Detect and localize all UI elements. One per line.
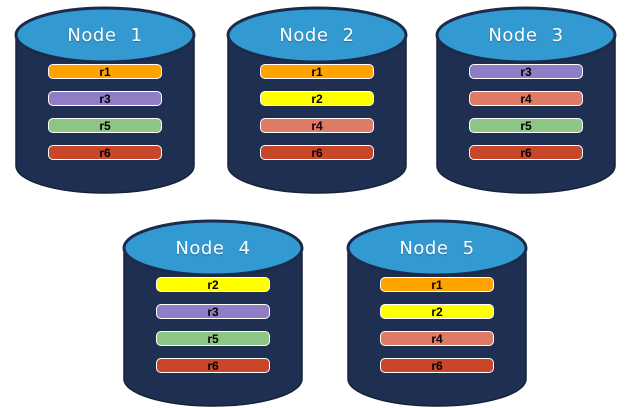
replica-label: r6	[99, 145, 111, 160]
replica-label: r1	[99, 64, 111, 79]
node-title: Node 3	[488, 24, 564, 46]
replica-bar: r2	[260, 91, 374, 106]
replica-bar: r6	[48, 145, 162, 160]
replica-bar: r3	[156, 304, 270, 319]
replica-bar: r3	[48, 91, 162, 106]
replica-bar: r4	[469, 91, 583, 106]
node-title: Node 2	[279, 24, 355, 46]
replica-label: r2	[431, 304, 443, 319]
cylinder-top	[435, 6, 617, 64]
replica-list: r2 r3 r5 r6	[156, 277, 270, 385]
node-title: Node 5	[399, 237, 475, 259]
replica-label: r3	[207, 304, 219, 319]
cylinder-top	[14, 6, 196, 64]
replica-label: r2	[311, 91, 323, 106]
replica-label: r1	[311, 64, 323, 79]
replica-bar: r4	[380, 331, 494, 346]
replica-list: r1 r2 r4 r6	[260, 64, 374, 172]
replica-label: r3	[99, 91, 111, 106]
replica-bar: r5	[48, 118, 162, 133]
node-title: Node 1	[67, 24, 143, 46]
cylinder-top	[346, 219, 528, 277]
replica-bar: r1	[48, 64, 162, 79]
replica-bar: r1	[260, 64, 374, 79]
replica-label: r5	[99, 118, 111, 133]
replica-label: r3	[520, 64, 532, 79]
replica-label: r6	[207, 358, 219, 373]
replica-bar: r5	[469, 118, 583, 133]
replica-bar: r6	[469, 145, 583, 160]
replica-bar: r5	[156, 331, 270, 346]
replica-bar: r2	[156, 277, 270, 292]
replica-label: r6	[311, 145, 323, 160]
replica-bar: r1	[380, 277, 494, 292]
replica-bar: r6	[260, 145, 374, 160]
replica-label: r4	[520, 91, 532, 106]
replica-label: r5	[520, 118, 532, 133]
replica-bar: r3	[469, 64, 583, 79]
replica-list: r1 r2 r4 r6	[380, 277, 494, 385]
replica-label: r5	[207, 331, 219, 346]
replica-bar: r2	[380, 304, 494, 319]
cylinder-top	[226, 6, 408, 64]
replica-label: r4	[311, 118, 323, 133]
replica-list: r3 r4 r5 r6	[469, 64, 583, 172]
node-1: Node 1 r1 r3 r5 r6	[12, 5, 198, 197]
replica-label: r1	[431, 277, 443, 292]
node-2: Node 2 r1 r2 r4 r6	[224, 5, 410, 197]
replica-list: r1 r3 r5 r6	[48, 64, 162, 172]
replica-label: r6	[520, 145, 532, 160]
cylinder-top	[122, 219, 304, 277]
replica-label: r6	[431, 358, 443, 373]
replica-label: r4	[431, 331, 443, 346]
replica-bar: r6	[156, 358, 270, 373]
node-4: Node 4 r2 r3 r5 r6	[120, 218, 306, 408]
node-title: Node 4	[175, 237, 251, 259]
node-5: Node 5 r1 r2 r4 r6	[344, 218, 530, 408]
replica-label: r2	[207, 277, 219, 292]
replica-bar: r6	[380, 358, 494, 373]
replica-bar: r4	[260, 118, 374, 133]
node-3: Node 3 r3 r4 r5 r6	[433, 5, 619, 197]
